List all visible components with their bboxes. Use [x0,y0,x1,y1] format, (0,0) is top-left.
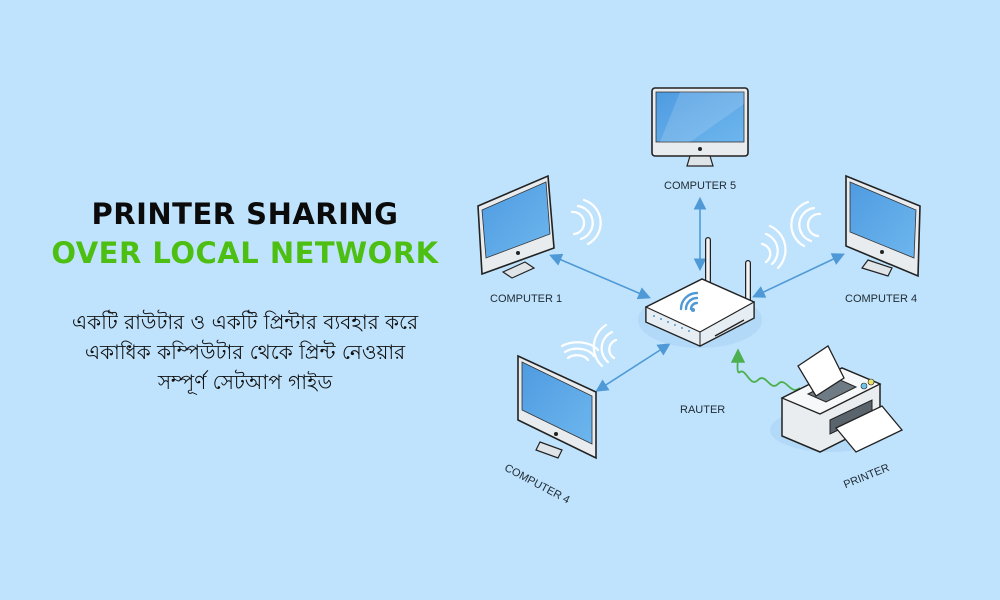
wifi-signal-arcs [560,198,822,368]
label-computer-4-right: COMPUTER 4 [845,293,918,305]
label-router: RAUTER [680,404,726,416]
monitor-icon [517,354,597,460]
monitor-icon [477,174,555,279]
arrow-computer4bottom-router [595,343,671,392]
connection-arrows [549,196,845,392]
heading-line-1: PRINTER SHARING [91,197,399,231]
label-computer-1: COMPUTER 1 [490,293,563,305]
subtitle-line-1: একটি রাউটার ও একটি প্রিন্টার ব্যবহার করে [71,310,419,334]
subtitle-line-2: একাধিক কম্পিউটার থেকে প্রিন্ট নেওয়ার [84,340,406,364]
monitor-icon [651,87,749,167]
subtitle: একটি রাউটার ও একটি প্রিন্টার ব্যবহার করে… [20,307,470,397]
subtitle-line-3: সম্পূর্ণ সেটআপ গাইড [157,370,333,394]
wireless-wave-printer [730,348,801,391]
heading-line-2: OVER LOCAL NETWORK [51,236,439,270]
router-icon [638,237,762,348]
label-computer-5: COMPUTER 5 [664,180,737,192]
arrow-computer1-router [549,253,651,300]
monitor-icon [845,174,921,278]
arrow-computer4right-router [752,253,845,298]
printer-icon [770,345,904,453]
